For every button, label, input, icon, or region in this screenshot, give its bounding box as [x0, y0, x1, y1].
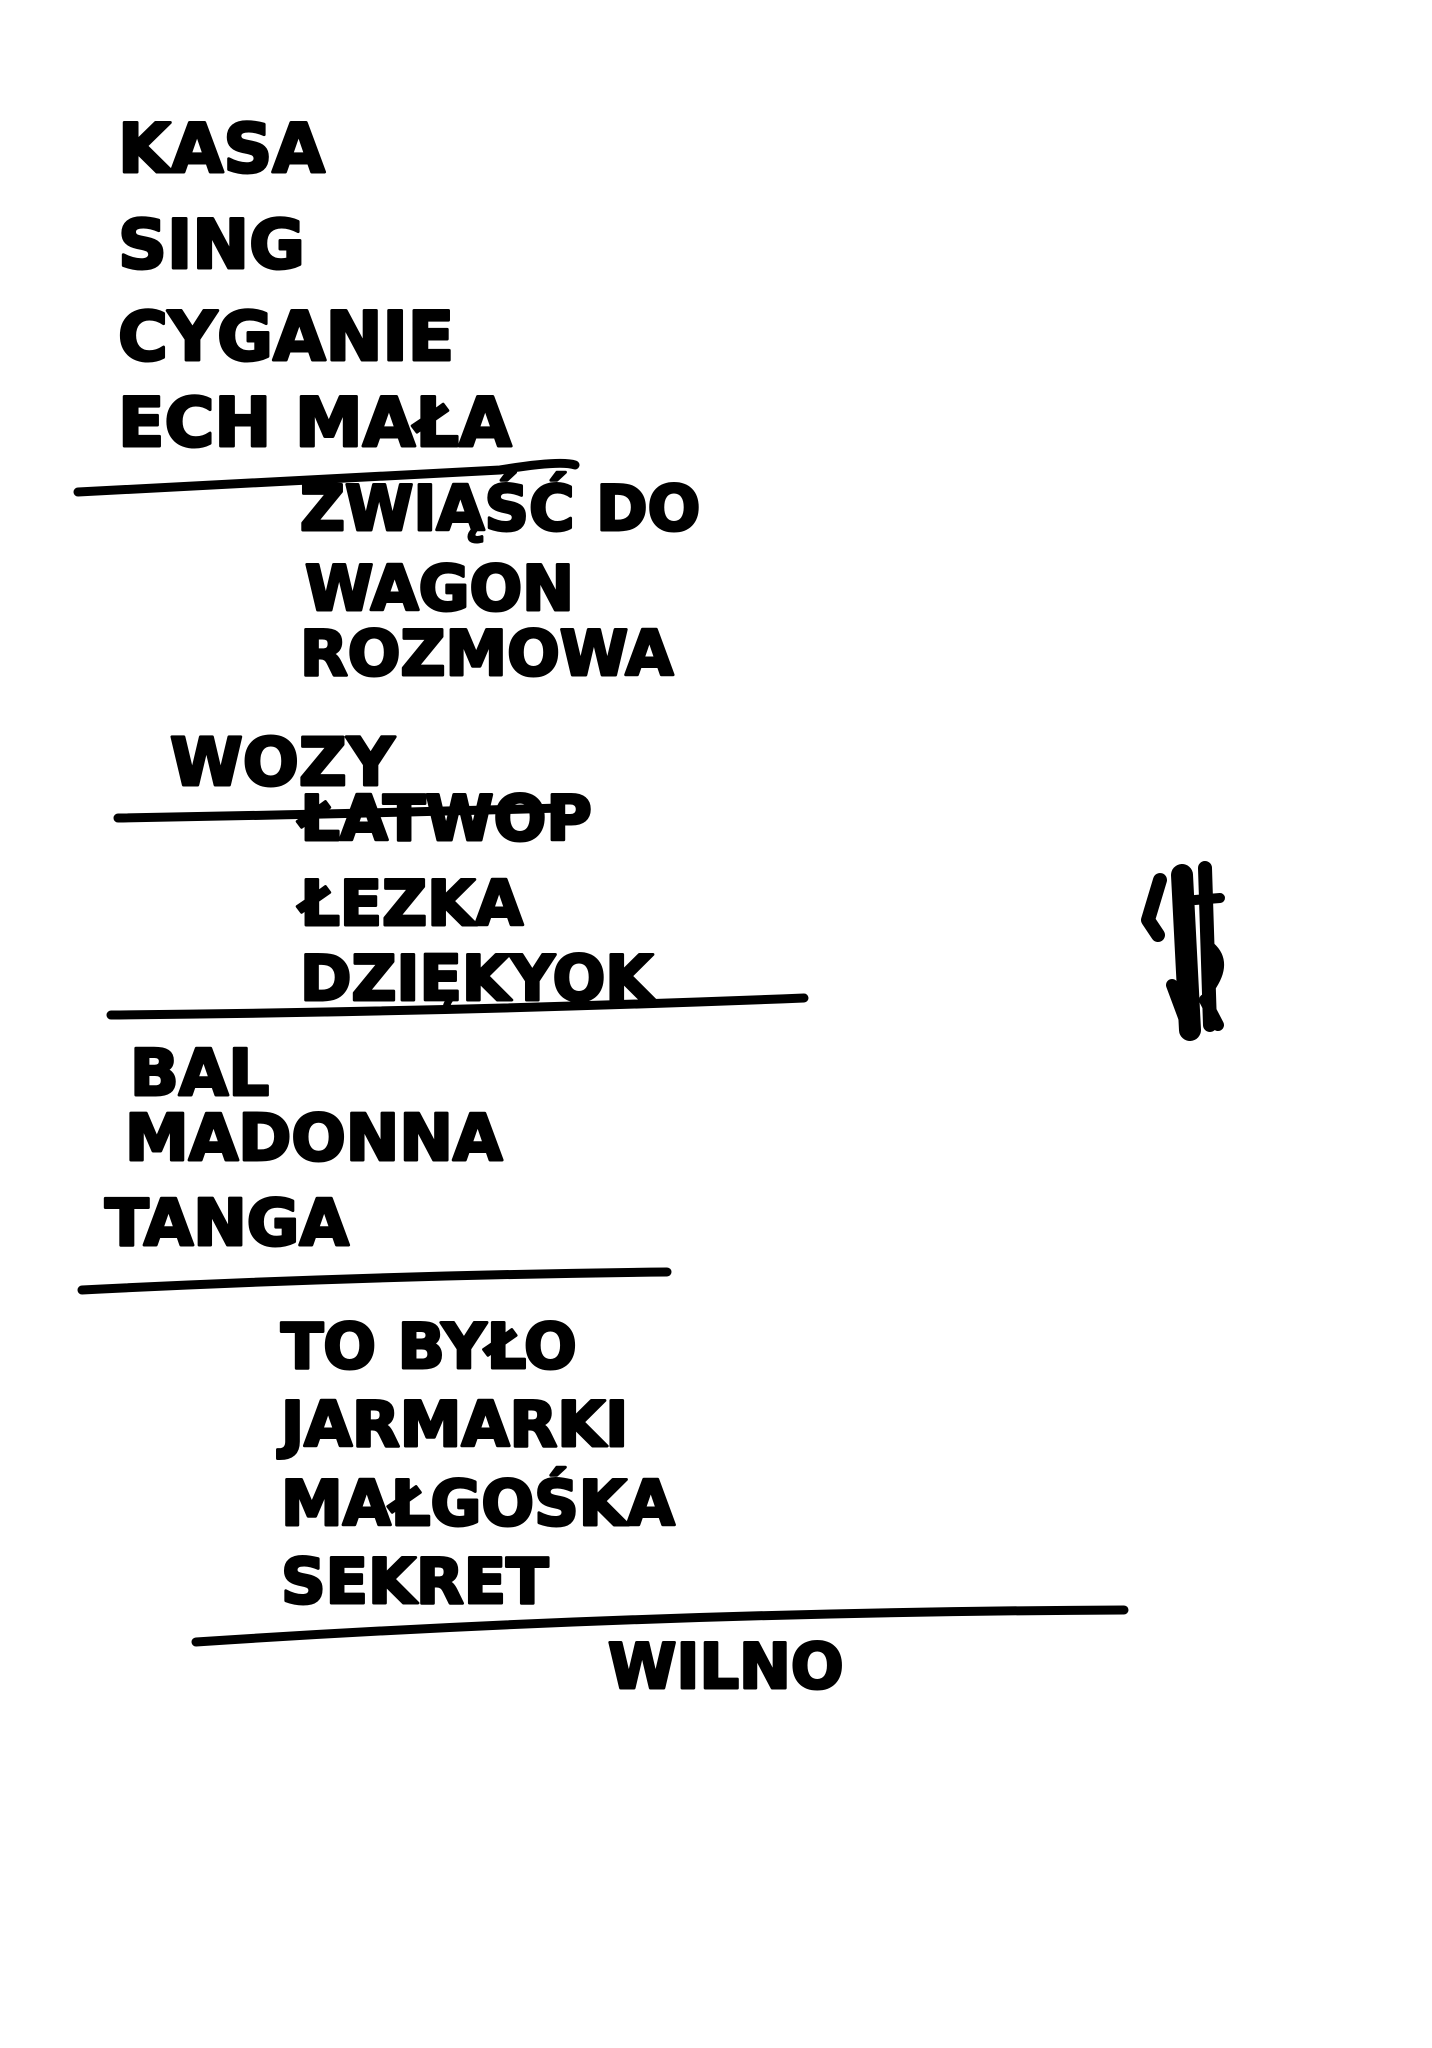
song-title: WAGON: [305, 552, 574, 625]
divider-line: [77, 1267, 672, 1295]
song-title: JARMARKI: [277, 1388, 628, 1461]
song-title: CYGANIE: [118, 298, 454, 377]
song-title: BAL: [130, 1037, 269, 1111]
song-title: TANGA: [105, 1187, 349, 1261]
divider-line: [113, 803, 565, 823]
song-title: ŁATWOP: [297, 782, 592, 855]
song-title: MAŁGOŚKA: [281, 1467, 675, 1540]
song-title: WILNO: [608, 1630, 844, 1703]
song-title: ŁEZKA: [297, 867, 523, 940]
song-title: WOZY: [170, 724, 396, 801]
divider-line: [191, 1605, 1129, 1647]
signature-mark: [1141, 861, 1225, 1041]
divider-line: [73, 458, 580, 497]
divider-line: [106, 993, 809, 1020]
song-title: MADONNA: [125, 1102, 503, 1176]
song-title: SING: [118, 206, 305, 285]
song-title: TO BYŁO: [281, 1310, 577, 1383]
song-title: ECH MAŁA: [118, 384, 512, 463]
song-title: SEKRET: [281, 1545, 548, 1618]
song-title: ROZMOWA: [300, 617, 673, 690]
song-title: KASA: [118, 110, 325, 189]
song-title: ZWIĄŚĆ DO: [300, 472, 700, 545]
